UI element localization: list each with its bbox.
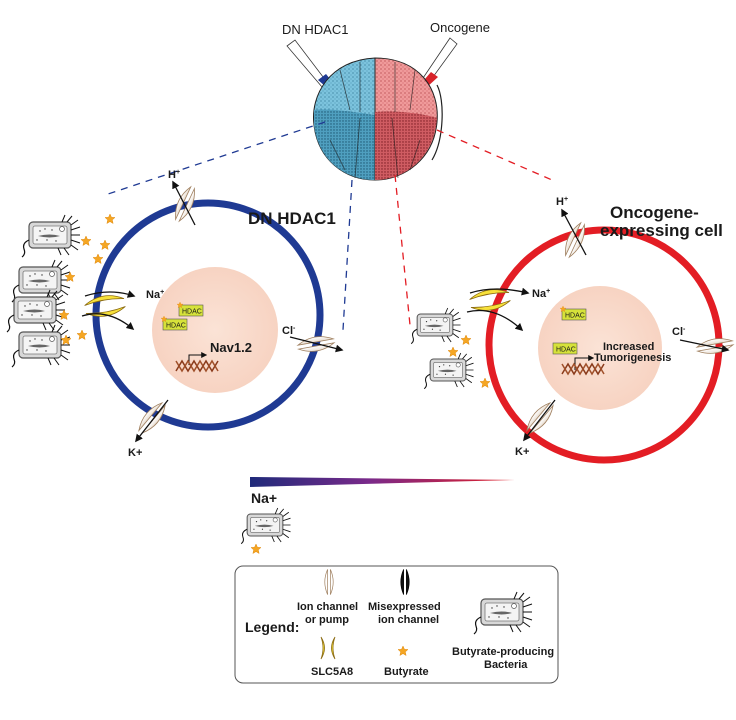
- dn-hdac1-cell: DN HDAC1 H+ Na+ Cl- K+ HDAC HDAC Nav1.2: [81, 169, 344, 459]
- misexpressed-channel-icon: [400, 569, 410, 595]
- gene-label-nav12: Nav1.2: [210, 340, 252, 355]
- slc5a8-icon: [83, 292, 127, 320]
- svg-text:HDAC: HDAC: [556, 347, 576, 354]
- hdac-box: HDAC: [160, 315, 188, 331]
- svg-text:HDAC: HDAC: [182, 309, 202, 316]
- bacteria-icon: [11, 324, 71, 368]
- gene-label-line1: Increased: [603, 341, 654, 353]
- legend-label: Butyrate-producing: [452, 646, 554, 658]
- ion-label-h: H+: [556, 196, 568, 208]
- legend-title: Legend:: [245, 619, 299, 635]
- butyrate-star-icon: [250, 543, 262, 554]
- hdac-box: HDAC: [176, 301, 204, 317]
- bacteria-icon: [21, 214, 81, 258]
- legend-label: or pump: [305, 614, 349, 626]
- ion-channel-icon: [695, 335, 735, 357]
- cell-title-right-line2: expressing cell: [600, 221, 723, 240]
- connector-lines: [104, 121, 553, 331]
- legend-label: Bacteria: [484, 659, 528, 671]
- ion-label-k: K+: [128, 447, 142, 459]
- legend: Legend: Ion channel or pump Misexpressed…: [234, 565, 559, 684]
- sodium-gradient: Na+: [240, 477, 515, 554]
- slc5a8-icon: [320, 636, 336, 660]
- ion-label-k: K+: [515, 446, 529, 458]
- legend-label: ion channel: [378, 614, 439, 626]
- nucleus-left: [152, 267, 278, 393]
- gene-label-line2: Tumorigenesis: [594, 352, 671, 364]
- bacteria-icon: [410, 307, 462, 345]
- bacteria-cluster-right: [410, 307, 491, 390]
- hdac-box: HDAC: [552, 342, 578, 355]
- bacteria-icon: [423, 352, 475, 390]
- legend-label: Butyrate: [384, 666, 429, 678]
- injection-right-label: Oncogene: [430, 20, 490, 35]
- cell-title-left: DN HDAC1: [248, 209, 336, 228]
- cell-title-right-line1: Oncogene-: [610, 203, 699, 222]
- ion-channel-icon: [324, 569, 334, 595]
- ion-label-na: Na+: [532, 288, 550, 300]
- ion-label-cl: Cl-: [282, 325, 296, 337]
- svg-text:HDAC: HDAC: [166, 323, 186, 330]
- injection-left-label: DN HDAC1: [282, 22, 348, 37]
- ion-label-cl: Cl-: [672, 326, 686, 338]
- hdac-box: HDAC: [559, 305, 587, 321]
- ion-label-na: Na+: [146, 289, 164, 301]
- cell-membrane-right: [485, 226, 723, 464]
- svg-text:HDAC: HDAC: [565, 313, 585, 320]
- legend-label: Misexpressed: [368, 601, 441, 613]
- embryo: DN HDAC1 Oncogene: [282, 20, 490, 181]
- oncogene-cell: Oncogene- expressing cell H+ Na+ Cl- K+ …: [466, 196, 735, 464]
- legend-box: [234, 565, 559, 684]
- gradient-wedge: [250, 477, 515, 487]
- legend-label: SLC5A8: [311, 666, 353, 678]
- gradient-label: Na+: [251, 490, 277, 506]
- legend-label: Ion channel: [297, 601, 358, 613]
- ion-label-h: H+: [168, 169, 180, 181]
- bacteria-icon: [240, 507, 292, 545]
